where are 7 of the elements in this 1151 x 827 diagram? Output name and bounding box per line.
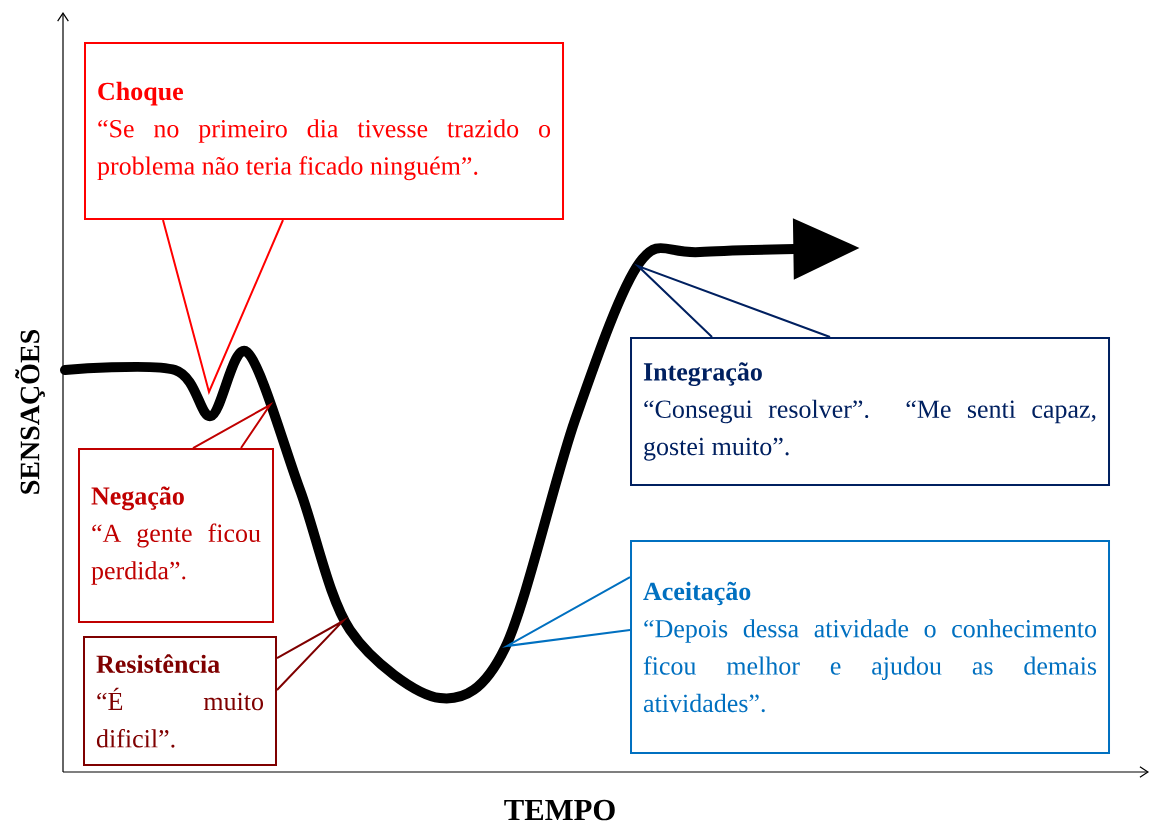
callout-box: Choque “Se no primeiro dia tivesse trazido o problema não teria ficado ninguém”. (84, 42, 564, 220)
callout-box: Negação “A gente ficou perdida”. (78, 448, 274, 624)
callout-box: Aceitação “Depois dessa atividade o conhecimento ficou melhor e ajudou as demais atividades”. (630, 540, 1110, 754)
axis-label: TEMPO (504, 799, 615, 821)
callout-box: Integração “Consegui resolver”. “Me senti capaz, gostei muito”. (630, 337, 1110, 486)
axis-label: SENSAÇÕES (15, 329, 45, 494)
callout-box: Resistência “É muito dificil”. (83, 636, 277, 766)
